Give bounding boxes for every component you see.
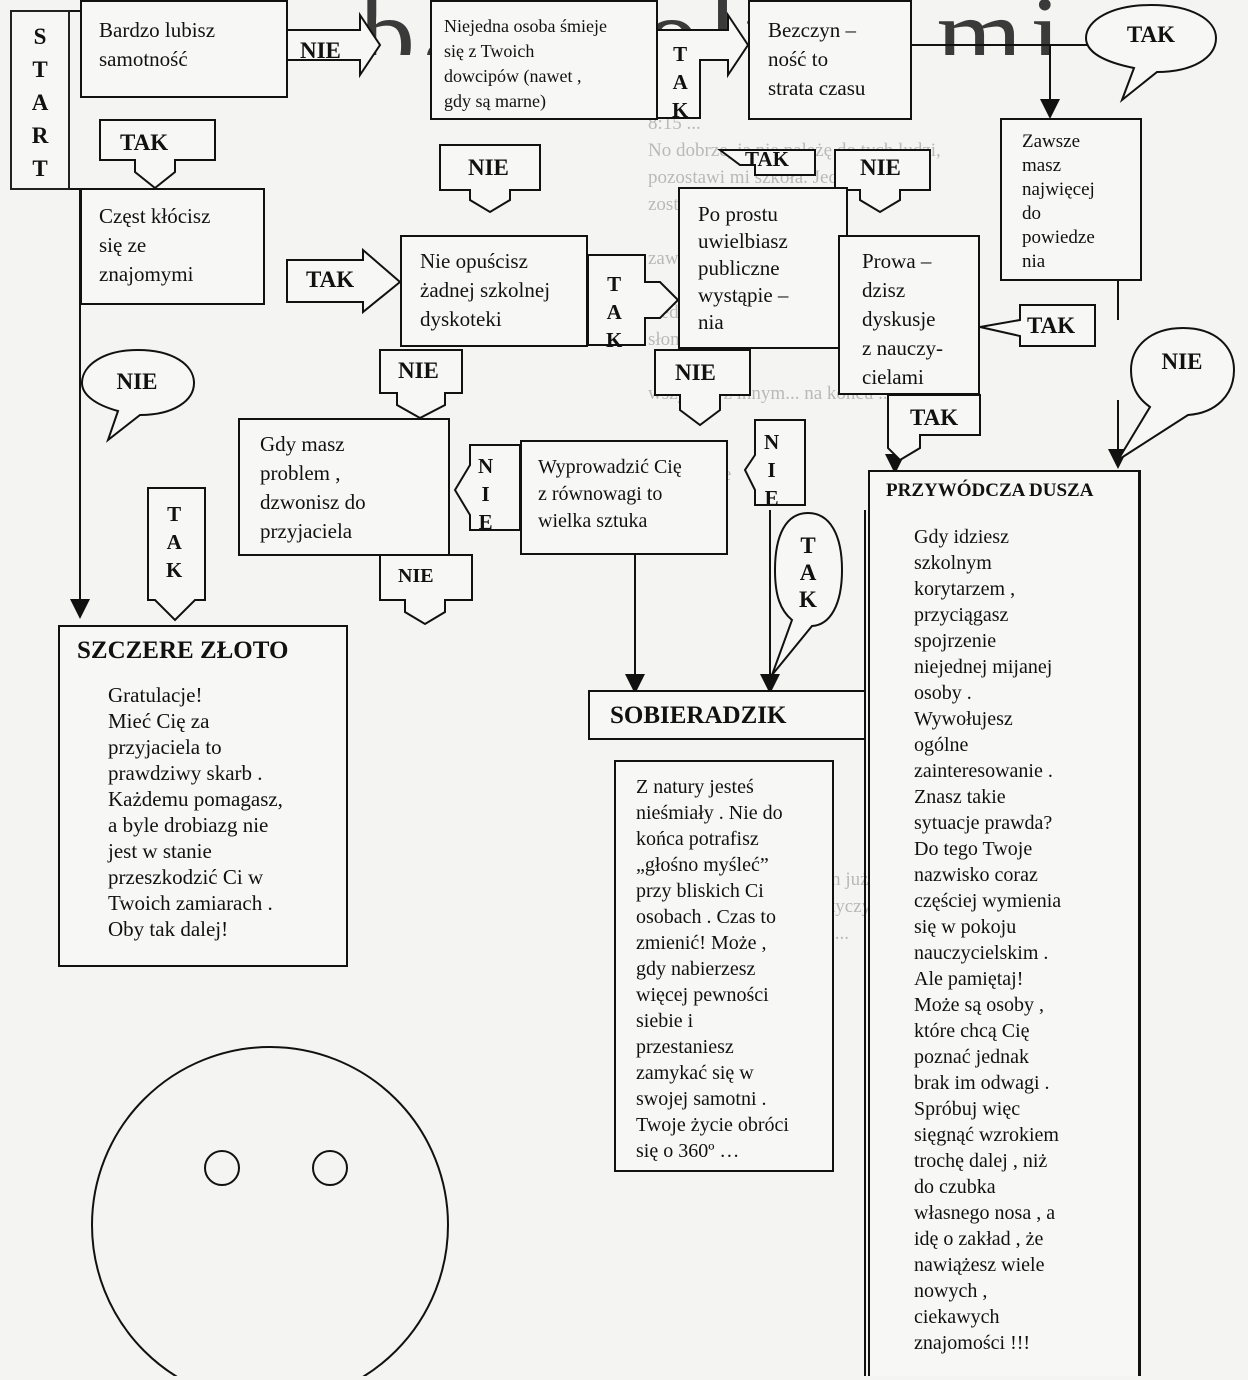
result-title: SOBIERADZIK xyxy=(610,702,787,729)
start-label: S T A R T xyxy=(31,24,49,181)
answer-label-tak: TAK xyxy=(910,405,959,430)
question-rownowaga: Wyprowadzić Cię z równowagi to wielka sz… xyxy=(520,440,728,555)
answer-label-nie: NIE xyxy=(398,565,434,587)
result-text: Gdy idziesz szkolnym korytarzem , przyci… xyxy=(914,526,1062,1354)
question-text: Bardzo lubisz samotność xyxy=(99,18,216,71)
question-text: Gdy masz problem , dzwonisz do przyjacie… xyxy=(260,432,366,543)
question-problem: Gdy masz problem , dzwonisz do przyjacie… xyxy=(238,418,450,556)
answer-label-tak: TAK xyxy=(306,267,355,292)
answer-label-nie: N I E xyxy=(764,430,780,510)
question-dyskoteki: Nie opuścisz żadnej szkolnej dyskoteki xyxy=(400,235,588,347)
result-title: PRZYWÓDCZA DUSZA xyxy=(886,480,1094,501)
start-box: S T A R T xyxy=(10,10,70,190)
result-szczere-zloto: SZCZERE ZŁOTO Gratulacje! Mieć Cię za pr… xyxy=(58,625,348,967)
question-dowcipy: Niejedna osoba śmieje się z Twoich dowci… xyxy=(430,0,658,120)
answer-label-tak: T A K xyxy=(672,42,689,122)
result-sobieradzik: Z natury jesteś nieśmiały . Nie do końca… xyxy=(614,760,834,1172)
answer-label-nie: N I E xyxy=(478,454,494,534)
result-text: Z natury jesteś nieśmiały . Nie do końca… xyxy=(636,776,789,1162)
answer-label-tak: TAK xyxy=(1027,313,1076,338)
question-text: Po prostu uwielbiasz publiczne wystąpie … xyxy=(698,202,789,334)
speech-bubble-tak: TAK xyxy=(1082,0,1220,104)
question-prowa: Prowa – dzisz dyskusje z nauczy- cielami xyxy=(838,235,980,395)
question-text: Zawsze masz najwięcej do powiedze nia xyxy=(1022,131,1095,272)
result-text: Gratulacje! Mieć Cię za przyjaciela to p… xyxy=(108,683,283,941)
question-samotnosc: Bardzo lubisz samotność xyxy=(80,0,288,98)
answer-label-nie: NIE xyxy=(860,155,901,180)
answer-label-nie: NIE xyxy=(300,38,341,63)
answer-label-tak: TAK xyxy=(120,130,169,155)
question-bezczynnosc: Bezczyn – ność to strata czasu xyxy=(748,0,912,120)
answer-label-tak: TAK xyxy=(745,147,789,171)
start-box-joint xyxy=(70,10,80,190)
question-text: Bezczyn – ność to strata czasu xyxy=(768,18,866,100)
answer-label-nie: NIE xyxy=(398,358,439,383)
result-przywodcza-dusza: PRZYWÓDCZA DUSZA Gdy idziesz szkolnym ko… xyxy=(868,470,1140,1376)
speech-bubble-tak-vertical: T A K xyxy=(771,510,844,676)
bubble-label: T A K xyxy=(799,533,817,612)
speech-bubble-nie-right: NIE xyxy=(1117,325,1236,461)
answer-label-tak: T A K xyxy=(606,272,623,352)
question-text: Prowa – dzisz dyskusje z nauczy- cielami xyxy=(862,249,944,389)
bubble-label: NIE xyxy=(116,369,158,394)
question-najwiecej: Zawsze masz najwięcej do powiedze nia xyxy=(1000,118,1142,281)
bubble-label: NIE xyxy=(1161,349,1203,374)
question-text: Niejedna osoba śmieje się z Twoich dowci… xyxy=(444,16,607,111)
result-title: SZCZERE ZŁOTO xyxy=(77,637,289,664)
result-sobieradzik-header: SOBIERADZIK xyxy=(588,690,866,740)
speech-bubble-nie: NIE xyxy=(78,345,196,443)
question-text: Nie opuścisz żadnej szkolnej dyskoteki xyxy=(420,249,551,331)
bubble-label: TAK xyxy=(1126,22,1176,47)
question-text: Wyprowadzić Cię z równowagi to wielka sz… xyxy=(538,456,682,532)
answer-label-nie: NIE xyxy=(468,155,509,180)
answer-label-nie: NIE xyxy=(675,360,716,385)
question-text: Częst kłócisz się ze znajomymi xyxy=(99,204,211,286)
question-znajomi: Częst kłócisz się ze znajomymi xyxy=(80,188,265,305)
answer-label-tak: T A K xyxy=(166,502,183,582)
